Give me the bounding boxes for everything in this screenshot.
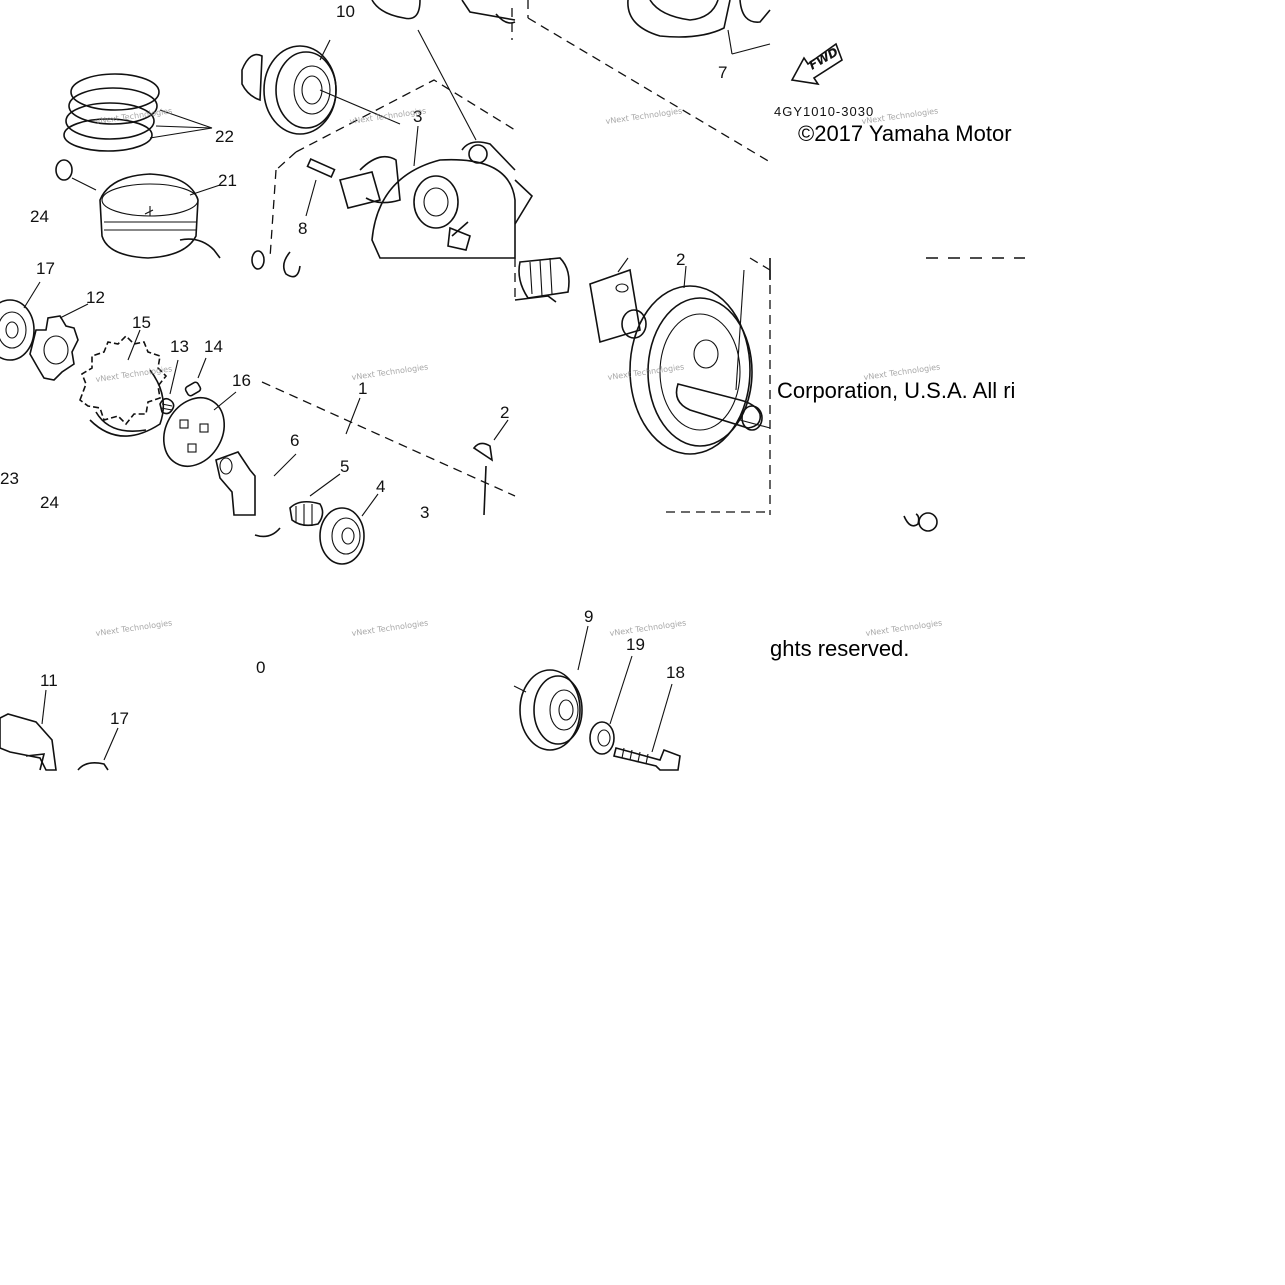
plate-16 — [163, 391, 237, 467]
tile-bottom: ghts reserved. — [0, 625, 909, 771]
bearing-17b — [77, 727, 119, 771]
callout-0: 0 — [256, 658, 265, 677]
callout-10: 10 — [336, 2, 355, 21]
bearing-10 — [241, 39, 401, 135]
part-code: 4GY1010-3030 — [774, 104, 874, 119]
bearing-9 — [513, 625, 589, 751]
callout-9: 9 — [584, 607, 593, 626]
tile-middle-far-right: Corporation, U.S.A. All ri — [777, 257, 1025, 532]
tile-top-left — [55, 0, 516, 278]
copyright-line-3: ghts reserved. — [770, 636, 909, 661]
callout-12: 12 — [86, 288, 105, 307]
shaft-6 — [215, 451, 256, 516]
needle-bearing-5 — [289, 473, 341, 527]
callout-14: 14 — [204, 337, 223, 356]
needle-bearing — [514, 257, 570, 303]
callout-21: 21 — [218, 171, 237, 190]
callout-7: 7 — [718, 63, 727, 82]
callout-19: 19 — [626, 635, 645, 654]
spring-13 — [159, 359, 179, 415]
callout-24-mid: 24 — [40, 493, 59, 512]
callout-3-mid: 3 — [420, 503, 429, 522]
callout-2-key: 2 — [500, 403, 509, 422]
copyright-line-1: ©2017 Yamaha Motor — [798, 121, 1012, 146]
tile-top-middle — [514, 0, 771, 225]
callout-18: 18 — [666, 663, 685, 682]
piston — [99, 173, 221, 259]
callout-4: 4 — [376, 477, 385, 496]
key-2 — [472, 419, 509, 462]
gear-15 — [79, 329, 168, 437]
callout-22: 22 — [215, 127, 234, 146]
tile-middle-left — [0, 281, 256, 516]
woodruff-key — [306, 158, 336, 178]
callout-8: 8 — [298, 219, 307, 238]
fwd-arrow-icon: FWD — [790, 42, 843, 86]
watermark: vNext Technologies — [605, 106, 683, 126]
crankshaft-half — [339, 141, 516, 259]
callout-1: 1 — [358, 379, 367, 398]
watermark: vNext Technologies — [351, 618, 429, 638]
callout-5: 5 — [340, 457, 349, 476]
callout-16: 16 — [232, 371, 251, 390]
callout-17-bottom: 17 — [110, 709, 129, 728]
bolt-18 — [613, 683, 681, 771]
watermark: vNext Technologies — [95, 618, 173, 638]
washer-19 — [589, 655, 633, 755]
circlip — [55, 159, 73, 181]
small-clip-icon — [903, 512, 938, 532]
fwd-label: FWD — [807, 45, 841, 73]
callout-24-top: 24 — [30, 207, 49, 226]
shaft-11 — [0, 689, 57, 771]
gear-12 — [29, 303, 89, 381]
callout-13: 13 — [170, 337, 189, 356]
bearing-4 — [319, 493, 379, 565]
crank-web-2 — [629, 265, 771, 455]
callout-6: 6 — [290, 431, 299, 450]
tile-top-right: FWD 4GY1010-3030 ©2017 Yamaha Motor — [774, 42, 1012, 146]
pin-14 — [184, 357, 207, 397]
copyright-line-2: Corporation, U.S.A. All ri — [777, 378, 1015, 403]
bearing-17 — [0, 281, 41, 361]
callout-3: 3 — [413, 107, 422, 126]
watermark: vNext Technologies — [609, 618, 687, 638]
callout-labels: 10 7 3 22 21 24 8 17 12 15 13 14 16 2 1 … — [0, 2, 727, 728]
callout-2-top: 2 — [676, 250, 685, 269]
tile-middle-center — [254, 258, 516, 565]
callout-15: 15 — [132, 313, 151, 332]
piston-rings — [63, 73, 213, 152]
watermark: vNext Technologies — [607, 362, 685, 382]
callout-11: 11 — [40, 671, 58, 690]
callout-23: 23 — [0, 469, 19, 488]
watermark: vNext Technologies — [351, 362, 429, 382]
tile-middle-right — [514, 257, 771, 515]
callout-17-top: 17 — [36, 259, 55, 278]
